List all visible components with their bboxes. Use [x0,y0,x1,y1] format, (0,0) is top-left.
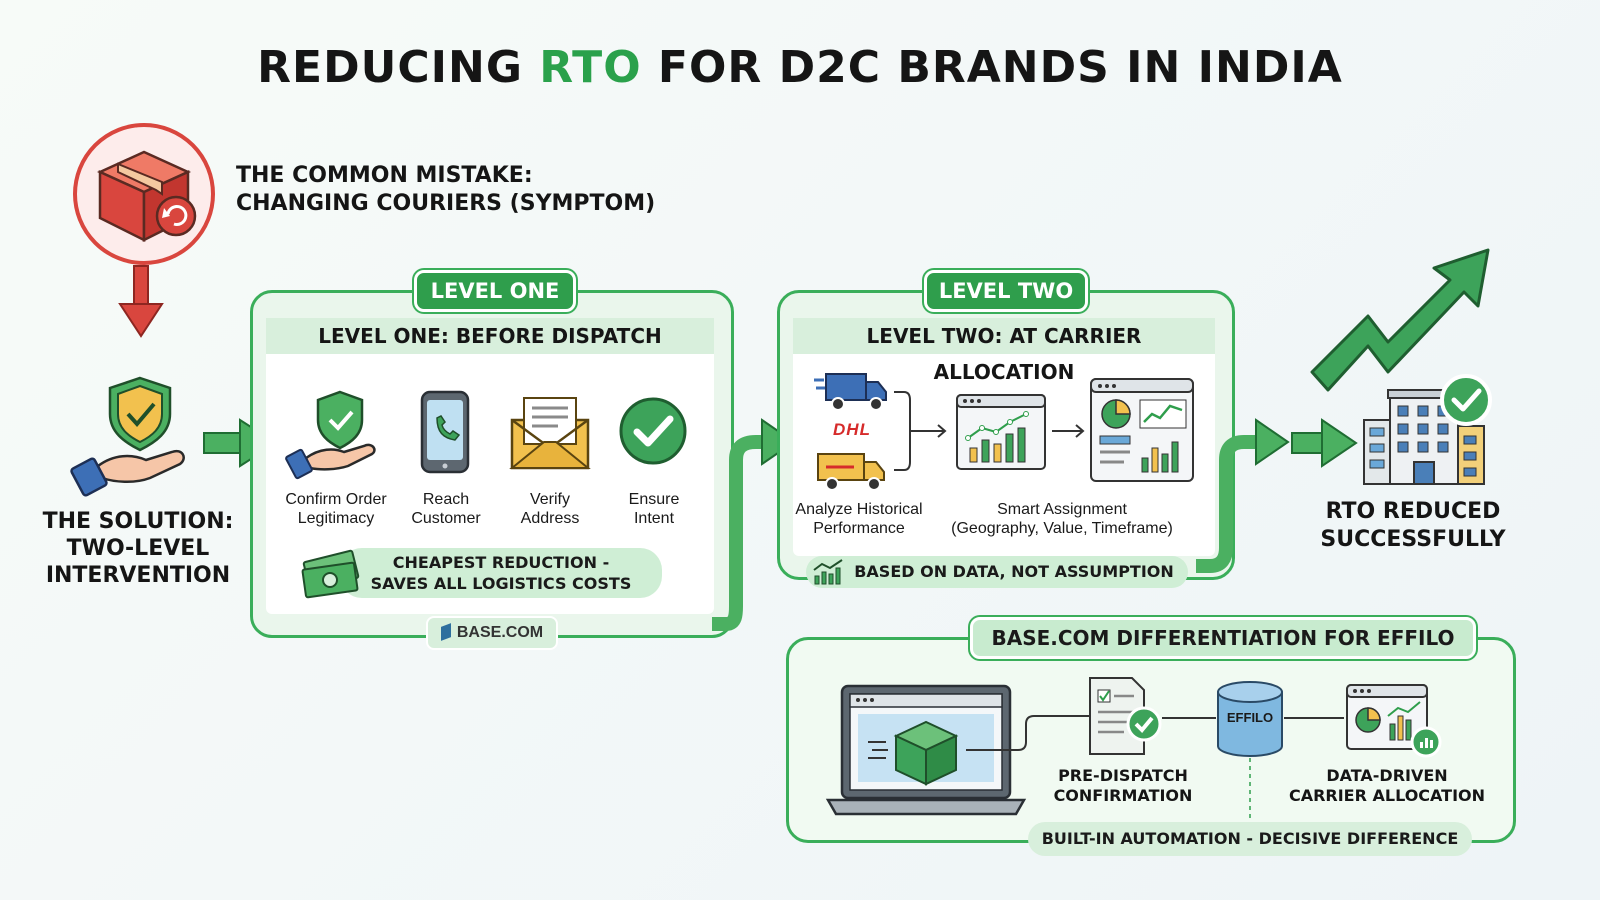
building-icon [1363,374,1492,485]
base-com-badge: BASE.COM [426,616,558,650]
smart-assignment-label: Smart Assignment(Geography, Value, Timef… [951,501,1173,537]
envelope-icon [509,397,591,470]
growth-chart-icon [813,559,843,585]
bracket-arrow-icon [894,391,947,471]
page-title: REDUCING RTO FOR D2C BRANDS IN INDIA [257,42,1343,93]
base-logo-icon [440,623,451,641]
analytics-window-icon [1346,684,1442,758]
right-arrow-icon [1291,418,1358,468]
connector-arrow-icon [1196,418,1290,573]
return-box-icon [73,123,215,265]
level-one-band: LEVEL ONE: BEFORE DISPATCH [266,318,714,354]
laptop-icon [825,684,1027,816]
dhl-logo: DHL [833,420,871,439]
truck-icon [814,373,887,411]
trend-up-arrow-icon [1310,248,1490,392]
mistake-label: THE COMMON MISTAKE:CHANGING COURIERS (SY… [236,163,656,216]
tab-level-two: LEVEL TWO [924,270,1088,312]
data-not-assumption-pill: BASED ON DATA, NOT ASSUMPTION [806,556,1188,588]
effilo-db-label: EFFILO [1226,710,1274,725]
shield-hand-icon [70,376,185,497]
database-icon [1217,681,1283,757]
arrow-icon [1052,424,1085,438]
phone-icon [420,390,470,474]
shield-hand-icon [285,390,376,480]
down-arrow-icon [118,265,164,338]
dashboard-icon [1090,378,1194,482]
title-accent: RTO [539,42,642,93]
document-check-icon [1089,677,1162,755]
tab-level-one: LEVEL ONE [414,270,576,312]
cheapest-reduction-pill: CHEAPEST REDUCTION -SAVES ALL LOGISTICS … [340,548,662,598]
level-two-band: LEVEL TWO: AT CARRIER ALLOCATION [793,318,1215,384]
chart-window-icon [956,394,1046,470]
check-circle-icon [619,397,687,465]
tab-differentiation: BASE.COM DIFFERENTIATION FOR EFFILO [970,617,1476,659]
dhl-truck-icon [817,453,885,491]
connector-line [1162,717,1216,719]
connector-line [1284,717,1344,719]
cash-icon [301,549,360,599]
connector-line [966,715,1090,751]
dashed-connector [1249,758,1251,822]
automation-pill: BUILT-IN AUTOMATION - DECISIVE DIFFERENC… [1028,822,1472,856]
